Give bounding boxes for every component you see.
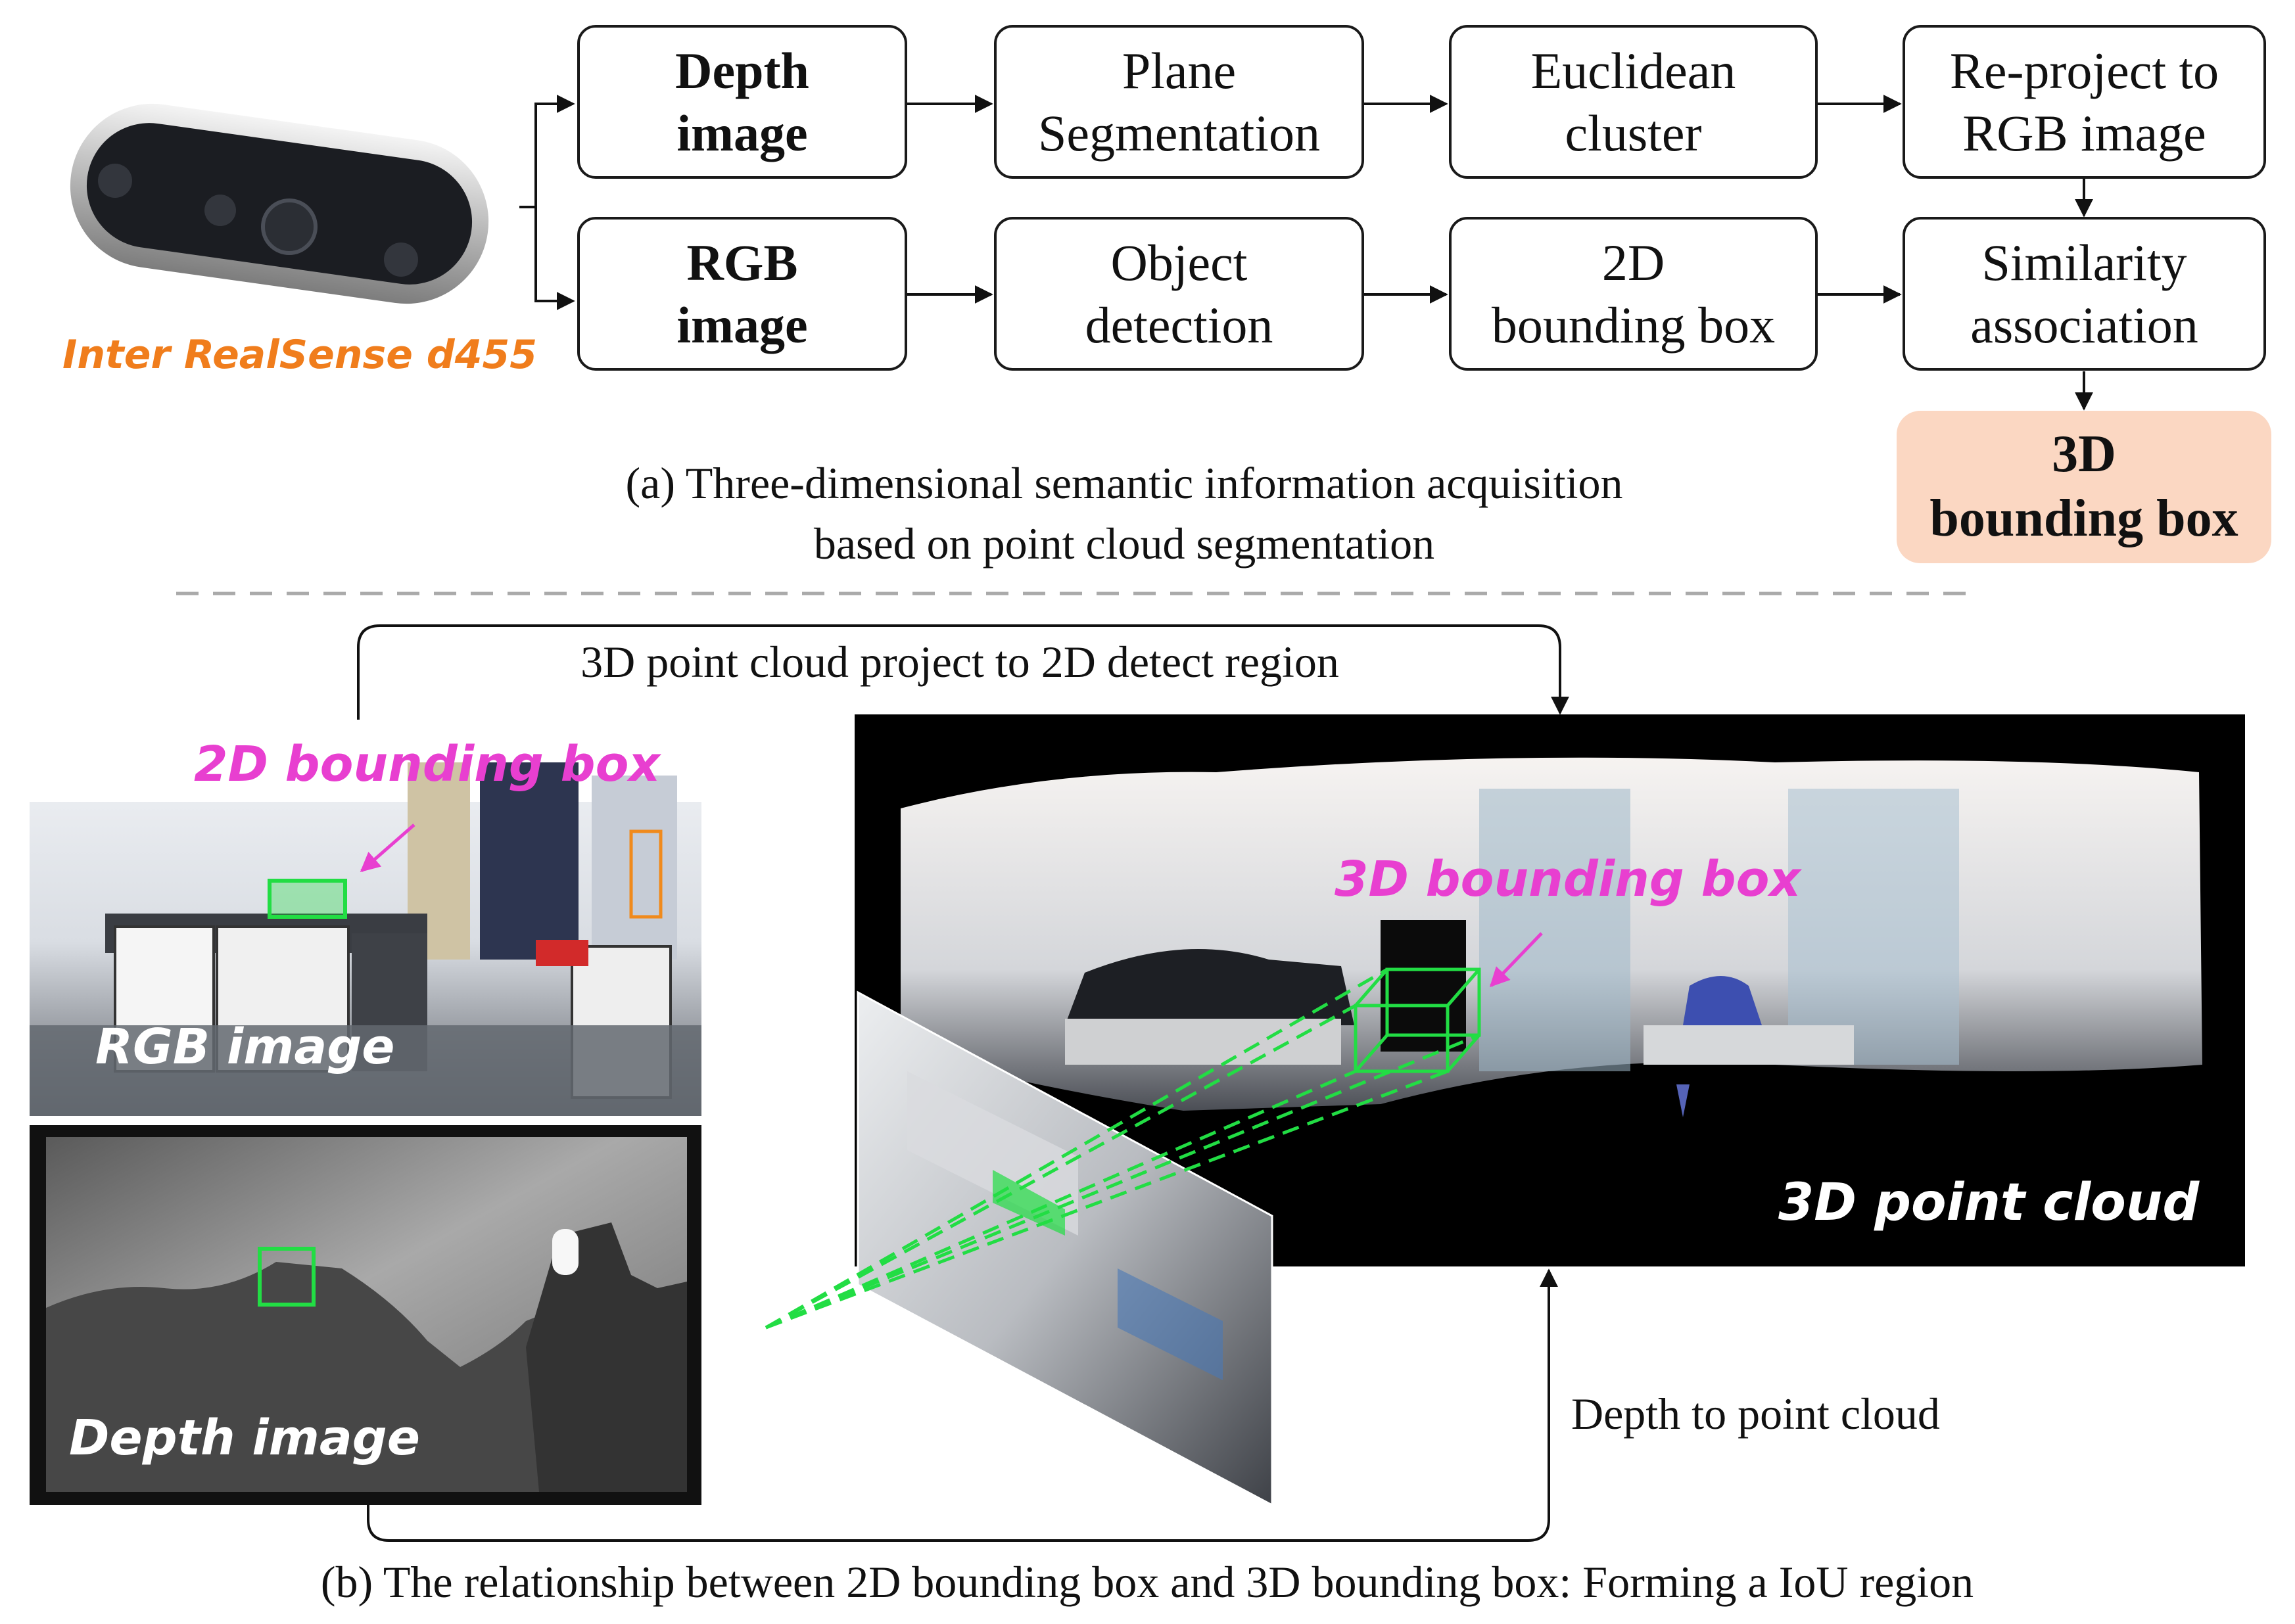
projected-image-slice [857, 990, 1273, 1507]
projection-flow-arrow [357, 624, 1569, 720]
node-plane-segmentation: Plane Segmentation [994, 25, 1364, 179]
pipeline-arrows [519, 95, 2093, 411]
rgb-image-label: RGB image [95, 1019, 395, 1075]
flow-label-project: 3D point cloud project to 2D detect regi… [580, 637, 1339, 687]
annotation-2d-bounding-box: 2D bounding box [194, 736, 661, 793]
node-euclidean-cluster: Euclidean cluster [1449, 25, 1818, 179]
camera-label: Inter RealSense d455 [62, 332, 537, 378]
node-reproject-rgb: Re-project to RGB image [1903, 25, 2266, 179]
depth-image-label: Depth image [69, 1410, 420, 1466]
annotation-3d-bounding-box: 3D bounding box [1335, 851, 1801, 908]
node-2d-bounding-box: 2D bounding box [1449, 217, 1818, 371]
node-rgb-image: RGB image [577, 217, 907, 371]
bounding-box-3d-outline [1354, 967, 1481, 1073]
node-object-detection: Object detection [994, 217, 1364, 371]
node-similarity-association: Similarity association [1903, 217, 2266, 371]
depth-to-cloud-arrow [367, 1268, 1558, 1542]
point-cloud-label: 3D point cloud [1778, 1173, 2200, 1232]
caption-part-b: (b) The relationship between 2D bounding… [320, 1557, 1974, 1607]
realsense-camera-icon [70, 103, 489, 304]
node-depth-image: Depth image [577, 25, 907, 179]
node-3d-bounding-box: 3D bounding box [1897, 411, 2271, 563]
caption-part-a: (a) Three-dimensional semantic informati… [625, 458, 1623, 568]
rgb-image-photo [30, 730, 701, 1116]
flow-label-depth-to-cloud: Depth to point cloud [1571, 1389, 1940, 1439]
projection-rays [765, 967, 1480, 1330]
depth-image-photo [30, 1125, 701, 1505]
bbox3d-pointer-arrow [1489, 932, 1543, 988]
